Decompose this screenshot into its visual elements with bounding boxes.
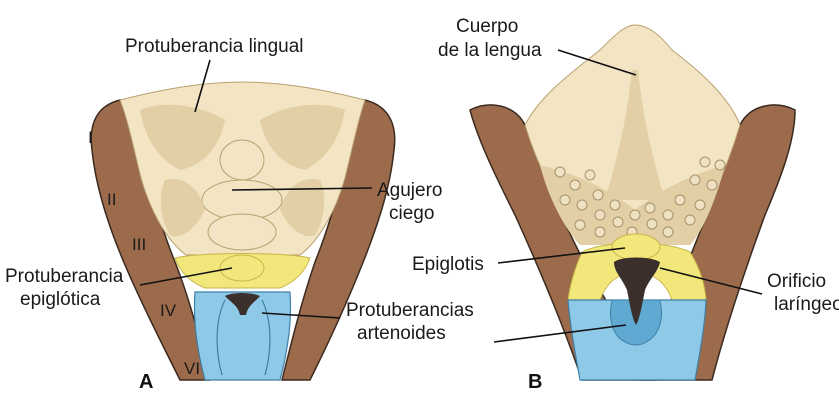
label-tongue-body-2: de la lengua [438,40,542,61]
arch-numeral: VI [184,359,200,378]
epiglottic-swelling-center [220,255,264,281]
arch-numeral: IV [160,301,177,320]
label-epiglottic-swelling-1: Protuberancia [5,266,124,287]
arch-numeral: III [132,235,146,254]
label-epiglottis: Epiglotis [412,254,484,275]
label-laryngeal-orifice-1: Orificio [767,271,826,292]
label-arytenoid-2: artenoides [357,323,446,344]
panel-b: Cuerpo de la lengua Epiglotis Orificio l… [412,16,839,393]
label-arytenoid-1: Protuberancias [346,300,474,321]
label-lingual-swelling: Protuberancia lingual [125,36,304,57]
panel-letter-a: A [139,371,153,393]
arch-numeral: I [88,128,93,147]
panel-a: I II III IV VI Protuberancia lingual Agu… [5,36,474,393]
tuberculum-impar [220,140,264,180]
label-foramen-cecum-2: ciego [389,203,434,224]
arch-numeral: II [107,190,116,209]
label-epiglottic-swelling-2: epiglótica [20,289,101,310]
label-foramen-cecum-1: Agujero [377,180,443,201]
label-laryngeal-orifice-2: laríngeo [774,294,839,315]
label-tongue-body-1: Cuerpo [456,16,518,37]
copula-lower [208,214,276,250]
panel-letter-b: B [528,371,542,393]
epiglottis-b [612,234,660,260]
